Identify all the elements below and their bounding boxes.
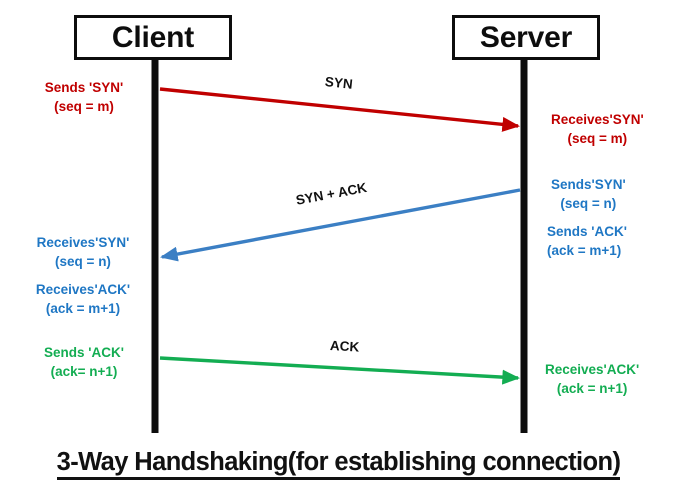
server-synack-line4: (ack = m+1) [547,243,622,259]
client-synack-line3: Receives'ACK' [35,282,131,297]
server-ack-line2: (ack = n+1) [556,381,628,397]
server-ack-line1: Receives'ACK' [545,362,640,377]
syn-ack-arrow [159,188,521,262]
server-synack-send-annotation: Sends'SYN' (seq = n) [551,175,626,213]
syn-arrow [159,87,521,132]
server-ack-receive-annotation: Receives'ACK' (ack = n+1) [545,360,639,398]
client-synack-receive-annotation: Receives'SYN' (seq = n) [20,233,146,271]
server-node: Server [452,15,600,60]
server-synack-line3: Sends 'ACK' [547,224,627,239]
client-ack-send-annotation: Sends 'ACK' (ack= n+1) [22,343,146,381]
server-syn-receive-line1: Receives'SYN' [551,112,644,127]
client-ack-receive-annotation: Receives'ACK' (ack = m+1) [20,280,146,318]
server-synack-line2: (seq = n) [560,196,617,212]
server-node-label: Server [479,20,573,54]
diagram-caption-text: 3-Way Handshaking(for establishing conne… [56,448,621,480]
client-ack-line1: Sends 'ACK' [44,345,124,360]
diagram-caption: 3-Way Handshaking(for establishing conne… [0,448,677,480]
syn-arrow-label: SYN [324,74,354,92]
server-syn-receive-annotation: Receives'SYN' (seq = m) [551,110,644,148]
ack-arrow [159,356,521,385]
client-syn-send-line2: (seq = m) [54,99,114,115]
server-synack-line1: Sends'SYN' [551,177,626,192]
client-ack-line2: (ack= n+1) [50,364,118,380]
client-syn-send-annotation: Sends 'SYN' (seq = m) [22,78,146,116]
server-ack-send-annotation: Sends 'ACK' (ack = m+1) [547,222,627,260]
client-node-label: Client [111,20,195,54]
client-synack-line4: (ack = m+1) [45,301,121,317]
client-node: Client [74,15,232,60]
client-synack-line2: (seq = n) [55,254,111,270]
ack-arrow-label: ACK [329,338,360,355]
server-syn-receive-line2: (seq = m) [567,131,628,147]
client-synack-line1: Receives'SYN' [36,235,130,250]
client-syn-send-line1: Sends 'SYN' [44,80,124,95]
